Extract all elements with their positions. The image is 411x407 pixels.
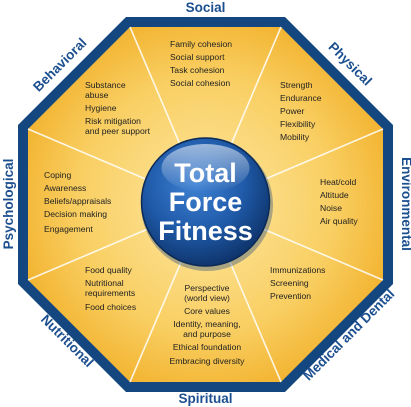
physical-item: Endurance: [280, 93, 322, 103]
center-title-line-2: Force: [169, 187, 243, 217]
physical-item: Mobility: [280, 132, 310, 142]
spiritual-item: Identity, meaning,: [173, 319, 240, 329]
nutritional-item: requirements: [85, 288, 135, 298]
medical-dental-item: Immunizations: [270, 265, 325, 275]
center-title-line-3: Fitness: [158, 216, 253, 246]
behavioral-item: and peer support: [85, 126, 151, 136]
psychological-item: Beliefs/appraisals: [44, 196, 111, 206]
behavioral-item: Hygiene: [85, 103, 117, 113]
spiritual-item: (world view): [184, 293, 230, 303]
environmental-item: Heat/cold: [320, 177, 357, 187]
medical-dental-item: Prevention: [270, 291, 311, 301]
spiritual-item: Ethical foundation: [173, 342, 242, 352]
domain-label-spiritual: Spiritual: [178, 391, 232, 406]
social-item: Task cohesion: [170, 65, 225, 75]
psychological-item: Awareness: [44, 183, 86, 193]
psychological-item: Coping: [44, 170, 71, 180]
center-highlight: [161, 144, 250, 192]
domain-label-social: Social: [186, 0, 226, 15]
domain-label-psychological: Psychological: [1, 159, 16, 250]
environmental-item: Noise: [320, 203, 342, 213]
physical-item: Strength: [280, 80, 313, 90]
medical-dental-item: Screening: [270, 278, 309, 288]
physical-item: Power: [280, 106, 304, 116]
behavioral-item: Substance: [85, 80, 126, 90]
nutritional-item: Food choices: [85, 302, 136, 312]
nutritional-item: Food quality: [85, 265, 133, 275]
behavioral-item: abuse: [85, 90, 109, 100]
social-item: Family cohesion: [170, 39, 232, 49]
psychological-item: Decision making: [44, 209, 107, 219]
psychological-item: Engagement: [44, 224, 93, 234]
spiritual-item: Embracing diversity: [170, 356, 246, 366]
spiritual-item: Core values: [184, 306, 230, 316]
domain-label-environmental: Environmental: [399, 157, 411, 251]
center-title-line-1: Total: [174, 158, 237, 188]
behavioral-item: Risk mitigation: [85, 116, 141, 126]
social-item: Social support: [170, 52, 225, 62]
physical-item: Flexibility: [280, 119, 316, 129]
spiritual-item: Perspective: [185, 283, 230, 293]
nutritional-item: Nutritional: [85, 278, 124, 288]
social-item: Social cohesion: [170, 78, 230, 88]
environmental-item: Air quality: [320, 216, 358, 226]
environmental-item: Altitude: [320, 190, 349, 200]
spiritual-item: and purpose: [183, 329, 231, 339]
